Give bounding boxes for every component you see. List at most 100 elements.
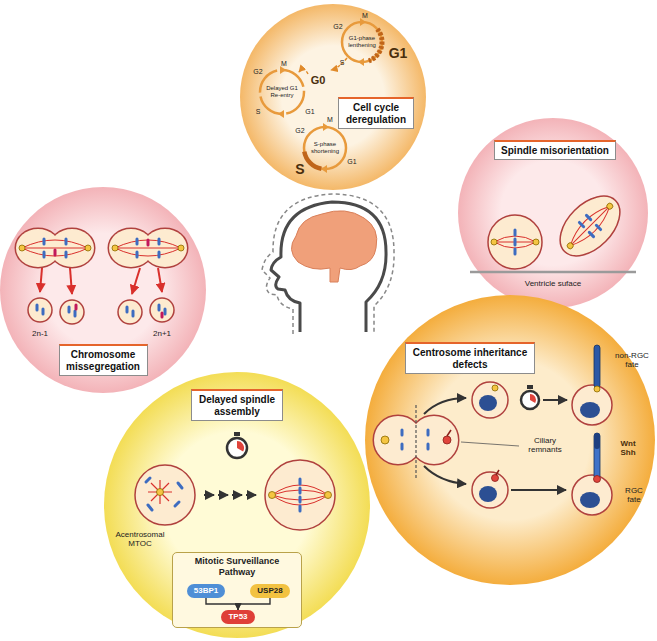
spindle-assembly-art-part xyxy=(265,460,335,530)
spindle-assembly-art-part xyxy=(148,480,172,504)
missegregation-art-part-part xyxy=(164,309,167,314)
circle-fill xyxy=(458,118,648,308)
annotation-label: G2 xyxy=(333,23,342,31)
missegregation-art-part-part xyxy=(112,245,118,251)
missegregation-art-part-part xyxy=(85,245,91,251)
spindle-orientation-art-part-part-part xyxy=(586,215,590,219)
spindle-assembly-art-part-part xyxy=(232,494,242,496)
topic-circle: Cell cycle deregulation xyxy=(240,4,426,190)
spindle-assembly-art-part-part xyxy=(146,478,150,482)
label-anchor: non-RGC fate xyxy=(615,352,650,370)
protein-pill: USP28 xyxy=(250,584,289,598)
annotation-label: G2 xyxy=(253,68,262,76)
label-anchor: G2 xyxy=(295,127,304,135)
spindle-assembly-art-part-part xyxy=(299,497,302,502)
centrosome-inheritance-art-part xyxy=(527,385,533,389)
circle-title: Delayed spindle assembly xyxy=(191,389,283,421)
pathway-box: 53BP1USP28TP53Mitotic Surveillance Pathw… xyxy=(172,552,302,628)
spindle-assembly-art-part-part xyxy=(178,483,182,488)
centrosome-inheritance-art-part xyxy=(580,492,600,508)
missegregation-art-part-part xyxy=(43,239,46,244)
protein-pill: TP53 xyxy=(221,610,254,624)
spindle-assembly-art-part xyxy=(135,465,195,525)
label-anchor: M xyxy=(362,12,368,20)
label-anchor: Wnt Shh xyxy=(620,440,637,458)
missegregation-art-part-part xyxy=(19,245,25,251)
label-anchor: G1 xyxy=(389,46,408,61)
spindle-orientation-art-part-part xyxy=(514,239,517,245)
centrosome-inheritance-art-part xyxy=(572,385,612,425)
centrosome-inheritance-art-part xyxy=(572,475,612,515)
annotation-label: G2 xyxy=(295,127,304,135)
missegregation-art-part-part xyxy=(150,298,174,322)
missegregation-art-part-part xyxy=(178,245,184,251)
annotation-label: Delayed G1 Re-entry xyxy=(266,85,299,98)
label-anchor: S xyxy=(340,59,345,67)
annotation-label: G1 xyxy=(305,108,314,116)
missegregation-art-part-part xyxy=(158,239,161,244)
label-anchor: 2n-1 xyxy=(32,330,48,339)
circle-title: Spindle misorientation xyxy=(494,140,616,161)
centrosome-inheritance-art-part xyxy=(492,475,499,482)
centrosome-inheritance-art-part xyxy=(479,395,497,411)
missegregation-art-part-part xyxy=(43,252,46,257)
spindle-orientation-art-part-part-part xyxy=(589,232,593,236)
label-anchor: G2 xyxy=(253,68,262,76)
spindle-orientation-art-part-part xyxy=(514,249,517,254)
centrosome-inheritance-art-part xyxy=(479,486,497,502)
spindle-orientation-art-part xyxy=(470,271,636,274)
spindle-assembly-art-part xyxy=(157,489,164,496)
centrosome-inheritance-art-part xyxy=(511,489,566,491)
missegregation-art-part-part xyxy=(126,307,129,312)
head-silhouette-part xyxy=(262,194,394,334)
centrosome-inheritance-art-part-part xyxy=(427,444,430,449)
centrosome-inheritance-art-part-part xyxy=(427,430,430,435)
protein-name: USP28 xyxy=(250,584,289,598)
missegregation-art-part-part xyxy=(132,311,135,316)
head-silhouette-part xyxy=(291,211,376,282)
circle-title: Cell cycle deregulation xyxy=(338,97,414,129)
label-anchor: G1 xyxy=(347,158,356,166)
missegregation-art-part-part xyxy=(36,305,39,310)
spindle-assembly-art-part xyxy=(272,485,328,505)
missegregation-art-part-part xyxy=(65,252,68,257)
spindle-orientation-art-part xyxy=(491,239,497,245)
centrosome-inheritance-art-part xyxy=(492,385,498,391)
label-anchor: S-phase shortening xyxy=(310,141,340,154)
missegregation-art-part-part xyxy=(136,239,139,244)
missegregation-art-part-part xyxy=(74,311,77,316)
annotation-label: M xyxy=(362,12,368,20)
circle-title: Chromosome missegregation xyxy=(59,344,148,376)
spindle-orientation-art-part-part xyxy=(566,242,574,250)
spindle-orientation-art-part xyxy=(488,215,542,269)
annotation-label: RGC fate xyxy=(625,487,644,505)
centrosome-inheritance-art-part xyxy=(543,399,567,401)
annotation-label: G1 xyxy=(347,158,356,166)
annotation-label: Ventricle suface xyxy=(525,280,581,289)
spindle-assembly-art-part xyxy=(227,438,247,458)
circle-fill xyxy=(365,295,655,585)
label-anchor: Ciliary remnants xyxy=(528,437,563,455)
annotation-label: S xyxy=(256,108,261,116)
label-anchor: Ventricle suface xyxy=(525,280,581,289)
spindle-assembly-art-part-part xyxy=(299,488,302,493)
label-anchor: S xyxy=(256,108,261,116)
spindle-orientation-art-part xyxy=(514,230,517,254)
annotation-label: Ciliary remnants xyxy=(528,437,563,455)
centrosome-inheritance-art-part-part xyxy=(410,416,458,464)
missegregation-art-part-part xyxy=(136,252,139,257)
annotation-label: M xyxy=(281,60,287,68)
centrosome-inheritance-art-part xyxy=(443,436,451,444)
spindle-orientation-art-part-part xyxy=(579,215,600,236)
circle-fill xyxy=(240,4,426,190)
label-anchor: Delayed G1 Re-entry xyxy=(266,85,299,98)
protein-pill: 53BP1 xyxy=(187,584,225,598)
spindle-assembly-art-part-part xyxy=(204,494,214,496)
missegregation-art-part-part xyxy=(42,309,45,314)
spindle-orientation-art-part xyxy=(533,239,539,245)
missegregation-art-part-part xyxy=(161,313,164,317)
head-silhouette-part xyxy=(271,202,386,332)
centrosome-inheritance-art-part xyxy=(402,430,428,449)
spindle-assembly-art-part xyxy=(299,479,302,511)
